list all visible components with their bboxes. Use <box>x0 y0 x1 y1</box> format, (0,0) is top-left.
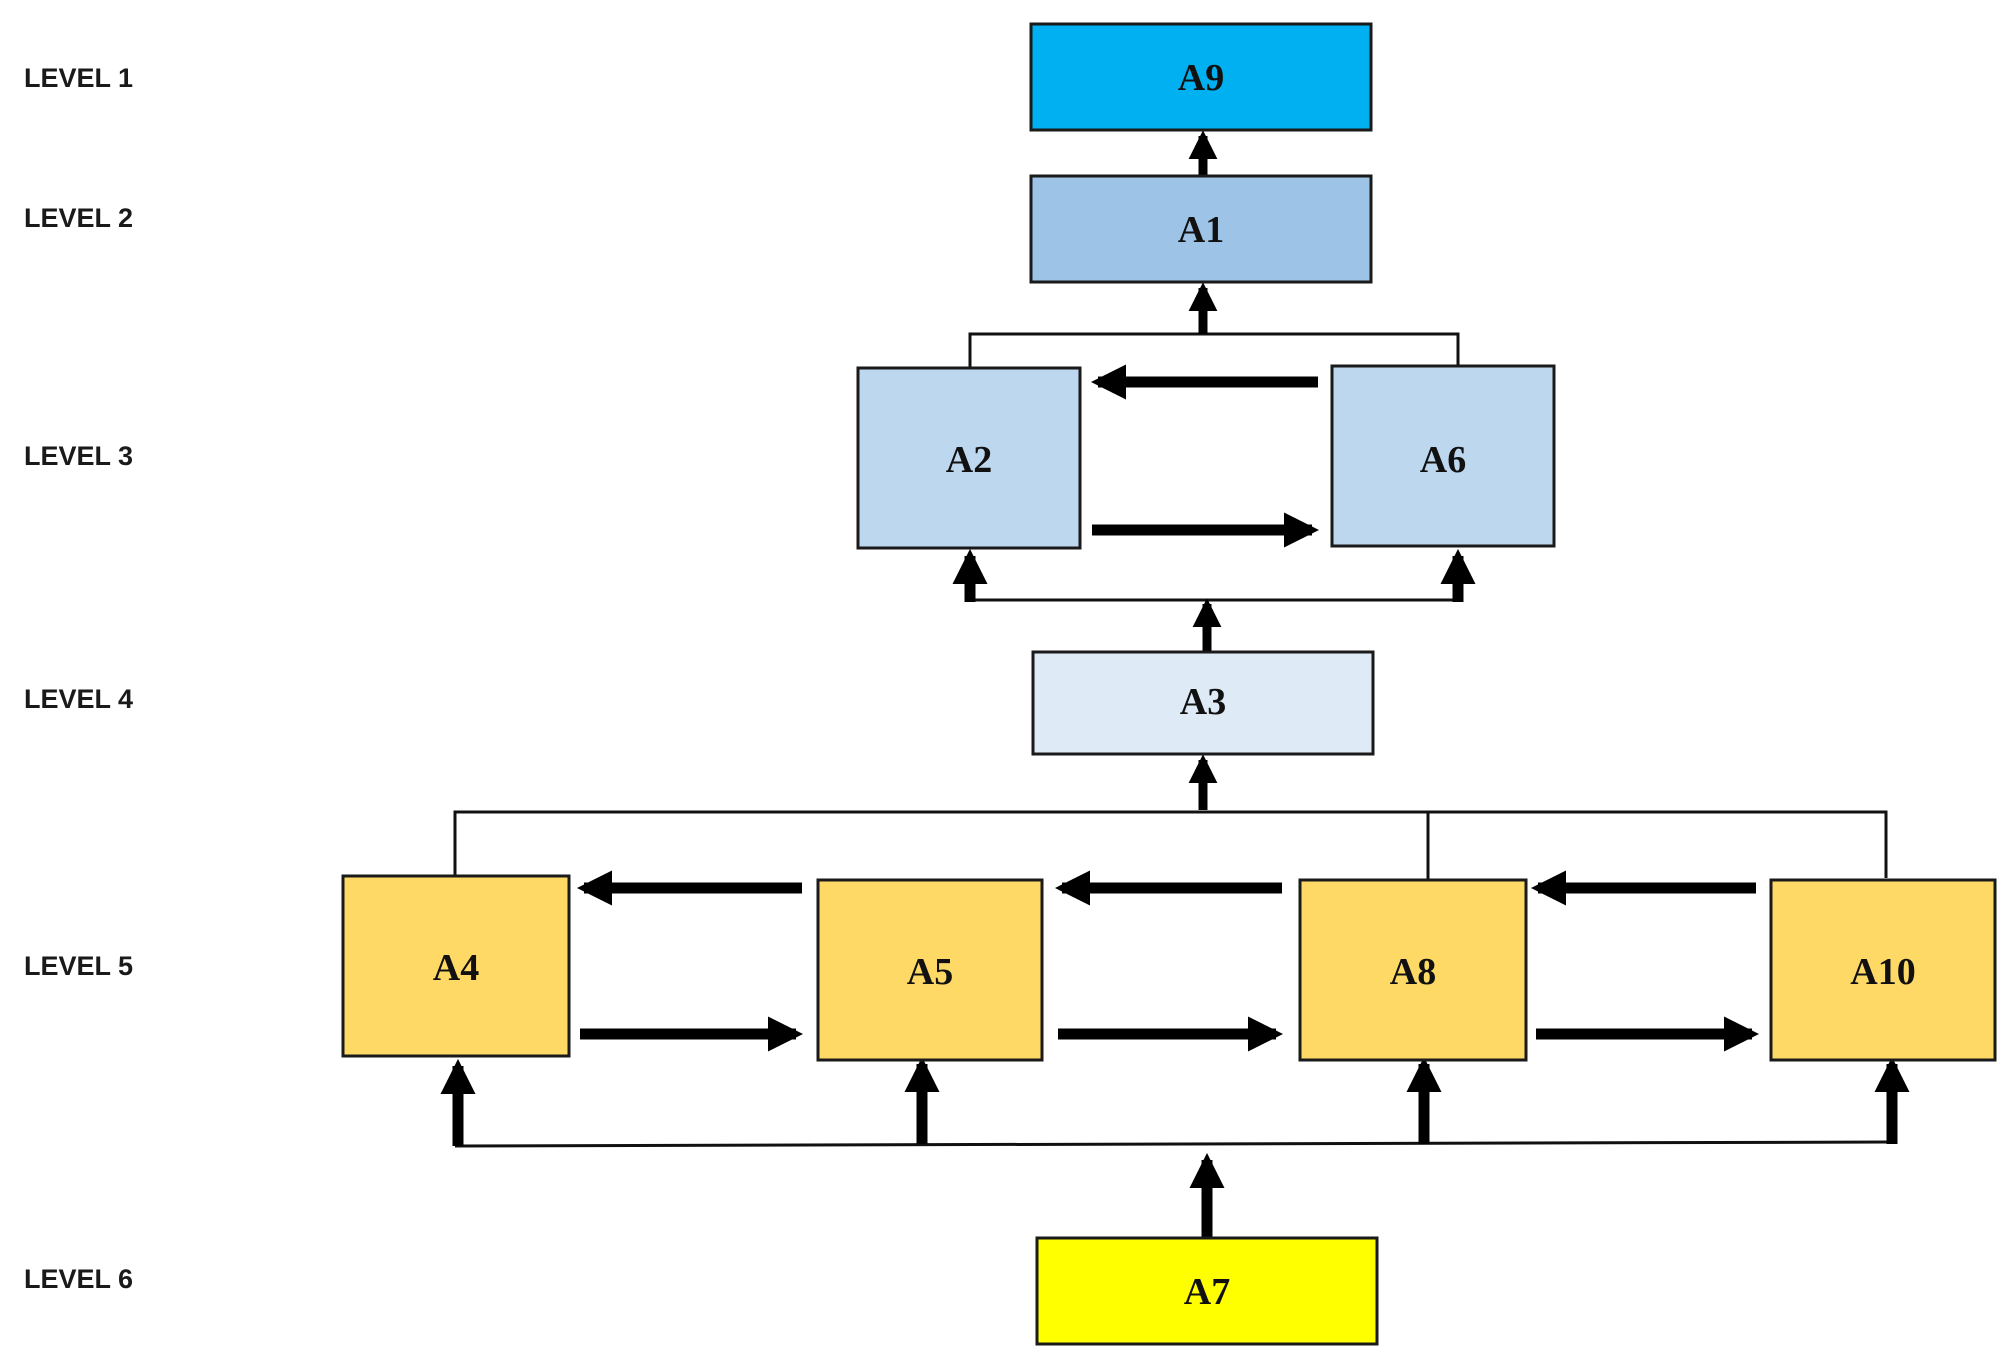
connector-a2-a6-to-a1 <box>968 332 1460 368</box>
nodes: A9 A1 A2 A6 A3 A4 A5 A8 <box>341 22 1997 1346</box>
node-a3[interactable]: A3 <box>1031 650 1375 756</box>
node-a5[interactable]: A5 <box>816 878 1044 1062</box>
node-a10-box <box>1769 878 1997 1062</box>
node-a6[interactable]: A6 <box>1330 364 1556 548</box>
node-a4-box <box>341 874 571 1058</box>
node-a7[interactable]: A7 <box>1035 1236 1379 1346</box>
level-label-1: LEVEL 1 <box>24 63 133 93</box>
node-a10[interactable]: A10 <box>1769 878 1997 1062</box>
node-a9[interactable]: A9 <box>1029 22 1373 132</box>
connector-a3-to-a2-a6 <box>968 560 1460 602</box>
node-a2[interactable]: A2 <box>856 366 1082 550</box>
connector-level5-to-a3 <box>453 810 1888 878</box>
connector-a7-bus <box>454 1140 1893 1148</box>
node-a1-box <box>1029 174 1373 284</box>
node-a6-box <box>1330 364 1556 548</box>
node-a4[interactable]: A4 <box>341 874 571 1058</box>
node-a6-label: A6 <box>1420 439 1466 481</box>
node-a9-box <box>1029 22 1373 132</box>
arrows <box>440 130 1910 1240</box>
node-a1-label: A1 <box>1178 209 1224 251</box>
node-a8[interactable]: A8 <box>1298 878 1528 1062</box>
node-a9-label: A9 <box>1178 57 1224 99</box>
node-a7-label: A7 <box>1184 1271 1230 1313</box>
node-a4-label: A4 <box>433 947 479 989</box>
node-a2-label: A2 <box>946 439 992 481</box>
level-label-5: LEVEL 5 <box>24 951 133 981</box>
node-a3-box <box>1031 650 1375 756</box>
level-label-6: LEVEL 6 <box>24 1264 133 1294</box>
level-labels: LEVEL 1 LEVEL 2 LEVEL 3 LEVEL 4 LEVEL 5 … <box>24 63 133 1294</box>
node-a5-box <box>816 878 1044 1062</box>
level-label-3: LEVEL 3 <box>24 441 133 471</box>
node-a8-box <box>1298 878 1528 1062</box>
node-a1[interactable]: A1 <box>1029 174 1373 284</box>
node-a8-label: A8 <box>1390 951 1436 993</box>
level-label-4: LEVEL 4 <box>24 684 133 714</box>
node-a5-label: A5 <box>907 951 953 993</box>
node-a7-box <box>1035 1236 1379 1346</box>
node-a2-box <box>856 366 1082 550</box>
node-a10-label: A10 <box>1850 951 1915 993</box>
node-a3-label: A3 <box>1180 681 1226 723</box>
level-label-2: LEVEL 2 <box>24 203 133 233</box>
